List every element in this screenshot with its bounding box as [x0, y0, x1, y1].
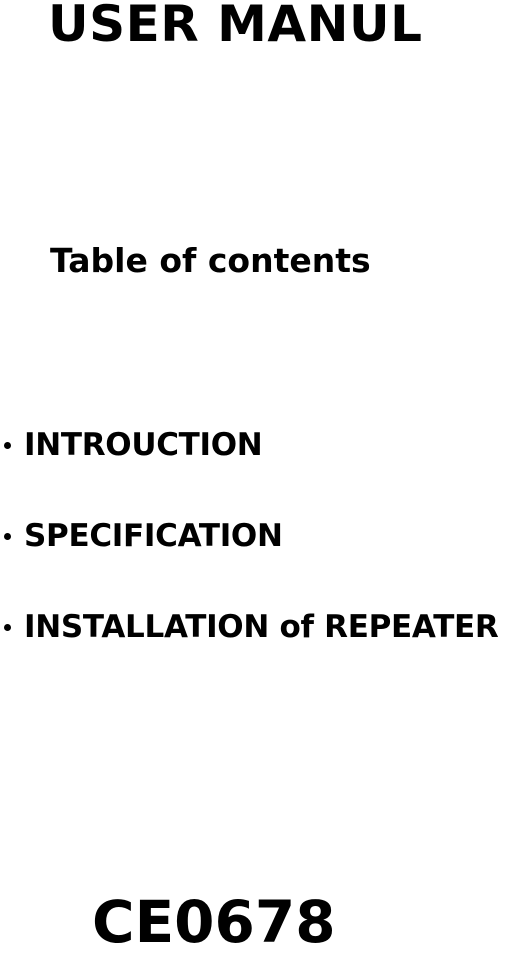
- toc-list: INTROUCTION SPECIFICATION INSTALLATION o…: [0, 422, 532, 695]
- certification-mark: CE0678: [92, 888, 336, 956]
- document-title: USER MANUL: [48, 0, 423, 53]
- toc-heading: Table of contents: [50, 241, 371, 280]
- bullet-icon: [4, 441, 11, 449]
- bullet-icon: [4, 623, 11, 631]
- bullet-icon: [4, 532, 11, 540]
- toc-item-label: INSTALLATION of REPEATER: [24, 609, 499, 645]
- toc-item-label: SPECIFICATION: [24, 518, 283, 554]
- toc-item-specification: SPECIFICATION: [0, 513, 532, 559]
- toc-item-label: INTROUCTION: [24, 427, 263, 463]
- toc-item-introduction: INTROUCTION: [0, 422, 532, 468]
- toc-item-installation: INSTALLATION of REPEATER: [0, 604, 532, 650]
